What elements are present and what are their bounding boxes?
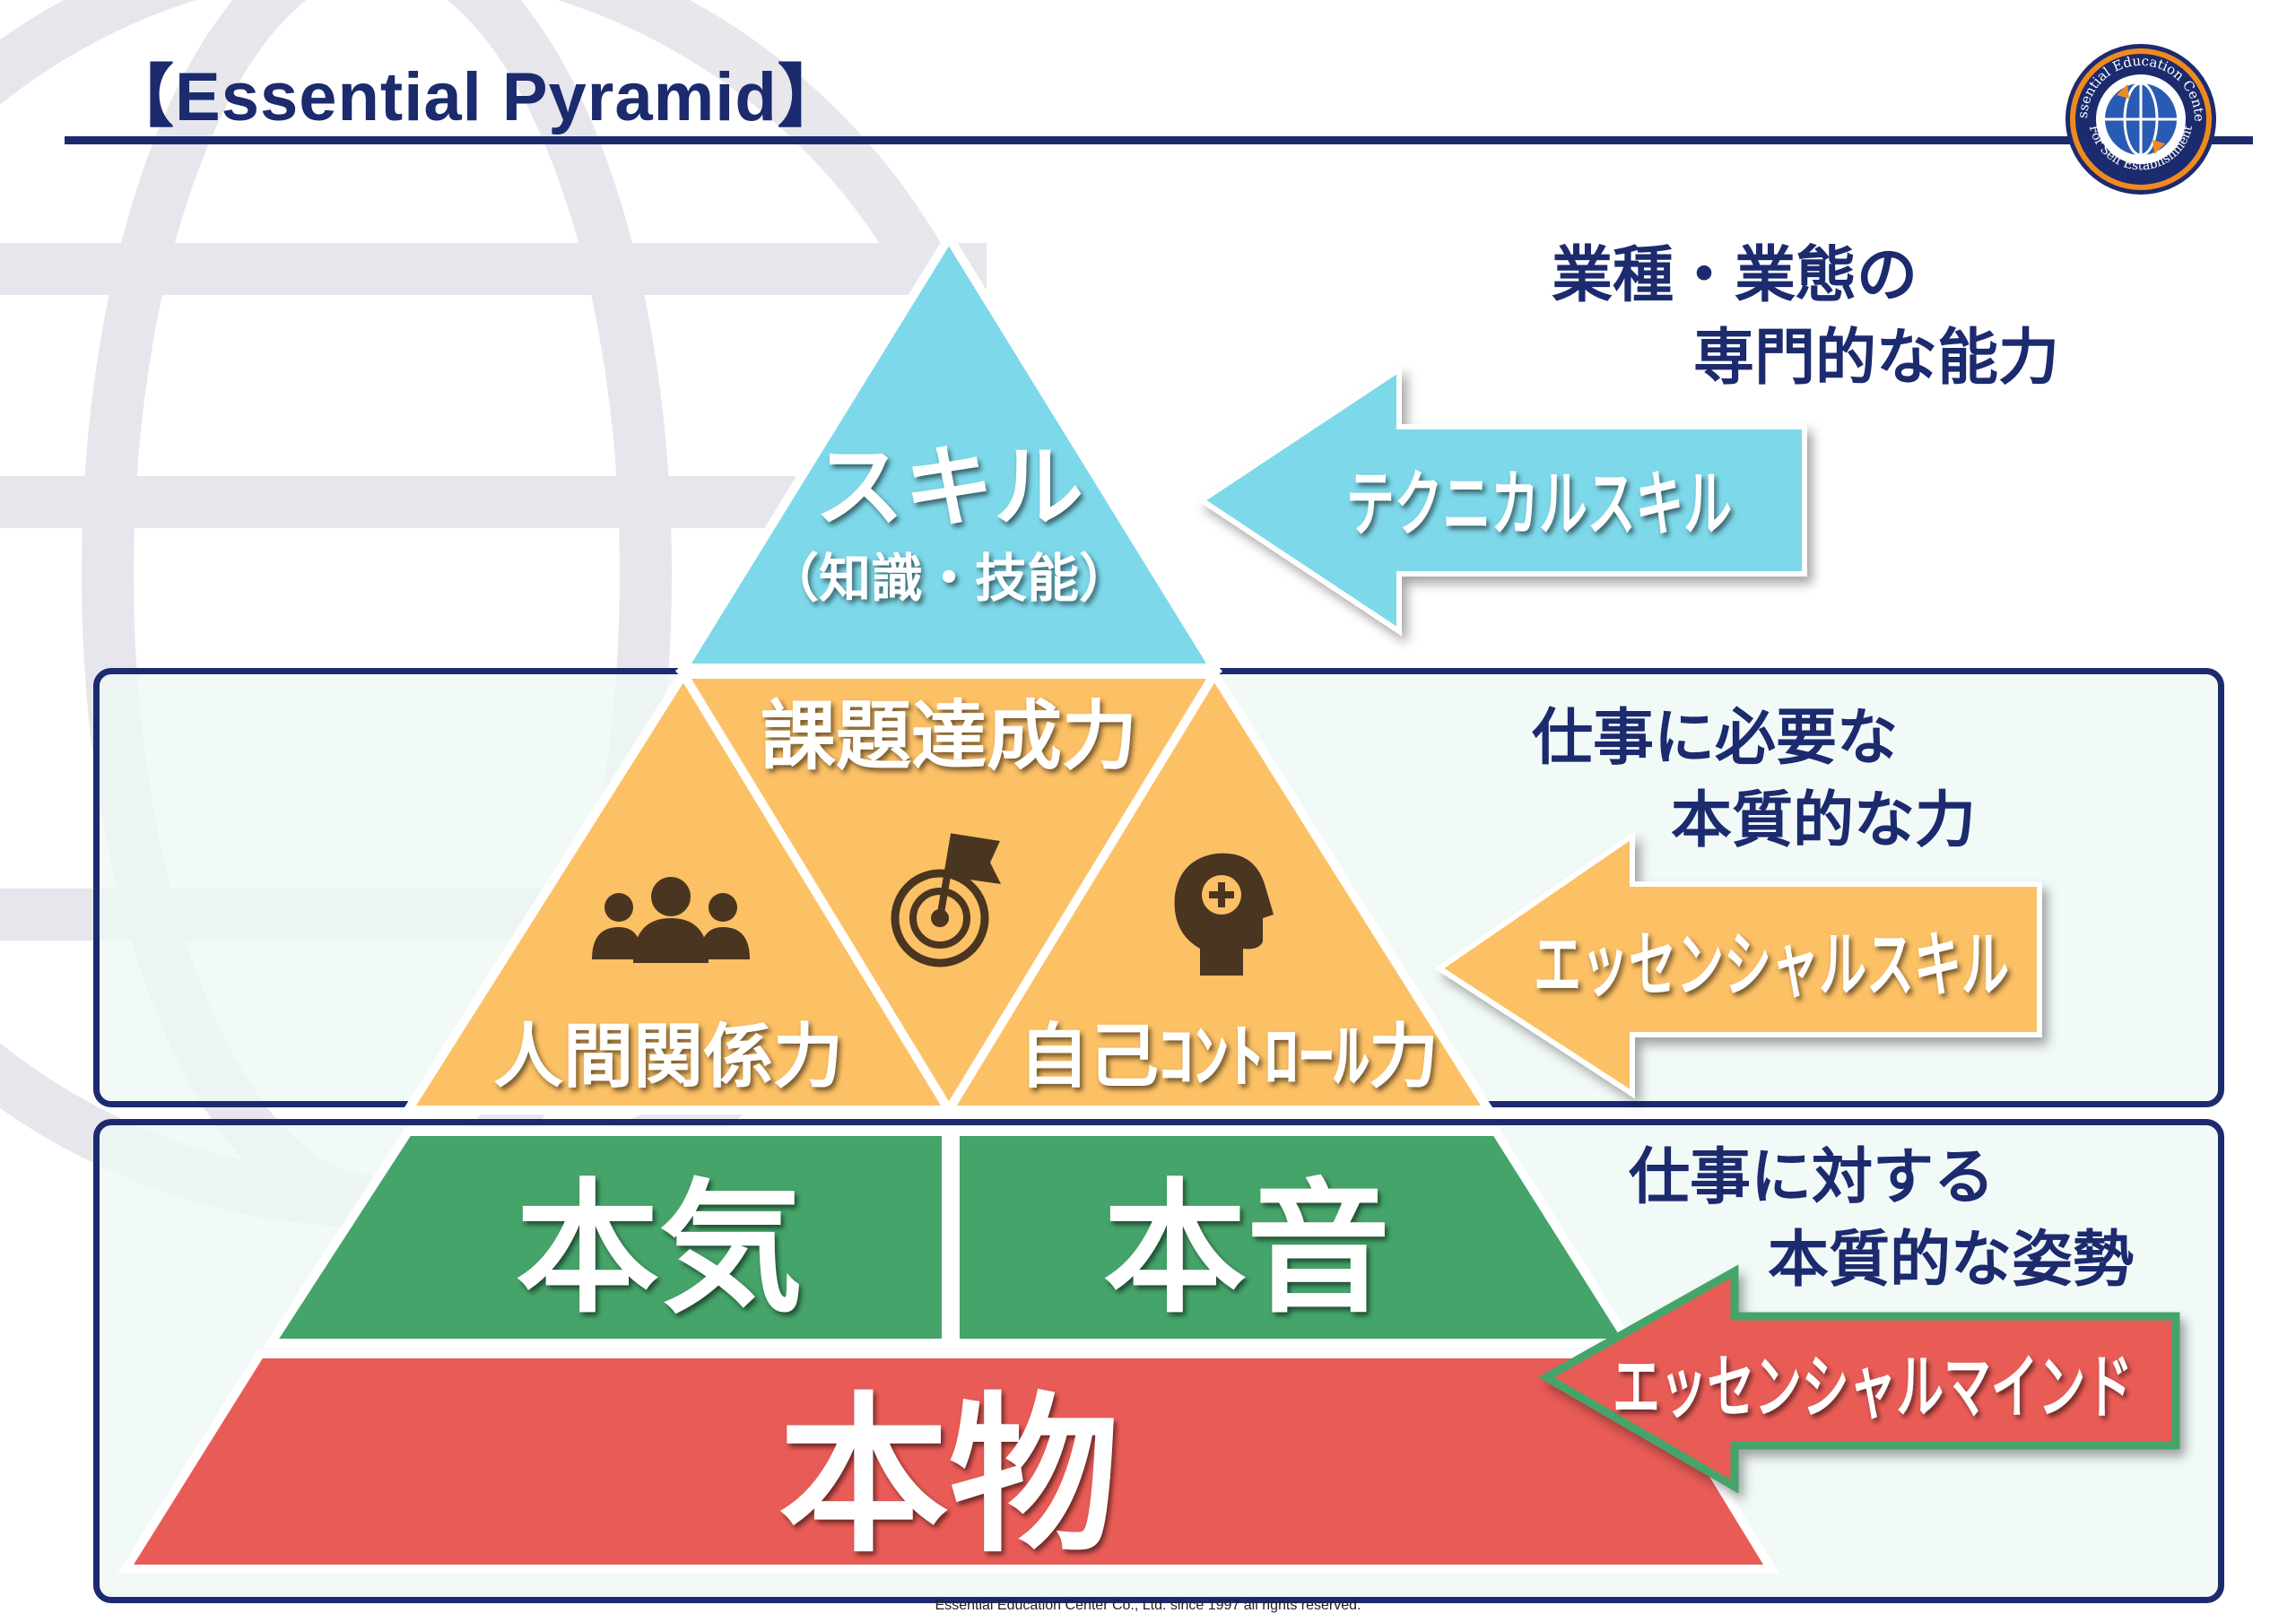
essential-mind-arrow xyxy=(1537,1264,2180,1494)
essential-skill-description: 仕事に必要な 本質的な力 xyxy=(1532,698,1976,863)
technical-skill-arrow xyxy=(1196,364,1807,637)
task-achievement-label: 課題達成力 xyxy=(761,692,1137,780)
skill-title: スキル xyxy=(814,435,1083,540)
people-icon xyxy=(592,877,750,963)
technical-skill-label: テクニカルスキル xyxy=(1346,463,1732,546)
company-logo: Essential Education Center For Self Esta… xyxy=(2063,41,2216,195)
honest-label: 本音 xyxy=(1103,1165,1390,1332)
target-flag-icon xyxy=(891,833,1001,967)
essential-mind-description: 仕事に対する 本質的な姿勢 xyxy=(1629,1137,2134,1302)
essential-mind-desc-line-1: 仕事に対する xyxy=(1629,1142,1996,1213)
earnest-label: 本気 xyxy=(516,1165,803,1332)
genuine-label: 本物 xyxy=(778,1377,1119,1575)
page-title: 【Essential Pyramid】 xyxy=(106,59,847,135)
technical-skill-desc-line-1: 業種・業態の xyxy=(1552,240,1918,311)
human-relations-label: 人間関係力 xyxy=(493,1017,843,1097)
essential-skill-label: エッセンシャルスキル xyxy=(1534,924,2009,1007)
head-plus-icon xyxy=(1174,853,1274,976)
essential-mind-label: エッセンシャルマインド xyxy=(1613,1348,2133,1428)
essential-skill-desc-line-1: 仕事に必要な xyxy=(1532,703,1899,774)
skill-subtitle: （知識・技能） xyxy=(767,548,1131,609)
essential-skill-arrow xyxy=(1434,830,2042,1099)
essential-mind-desc-line-2: 本質的な姿勢 xyxy=(1768,1225,2135,1296)
technical-skill-description: 業種・業態の 専門的な能力 xyxy=(1552,235,2117,400)
genuine-block xyxy=(117,1349,1779,1574)
earnest-block xyxy=(262,1127,951,1348)
title-rule xyxy=(65,136,2253,144)
copyright-footer: Essential Education Center Co., Ltd. sin… xyxy=(935,1598,1361,1613)
technical-skill-desc-line-2: 専門的な能力 xyxy=(1693,323,2060,394)
self-control-label: 自己ｺﾝﾄﾛｰﾙ力 xyxy=(1019,1017,1439,1097)
essential-skill-desc-line-2: 本質的な力 xyxy=(1671,785,1977,856)
skill-triangle xyxy=(675,229,1222,672)
